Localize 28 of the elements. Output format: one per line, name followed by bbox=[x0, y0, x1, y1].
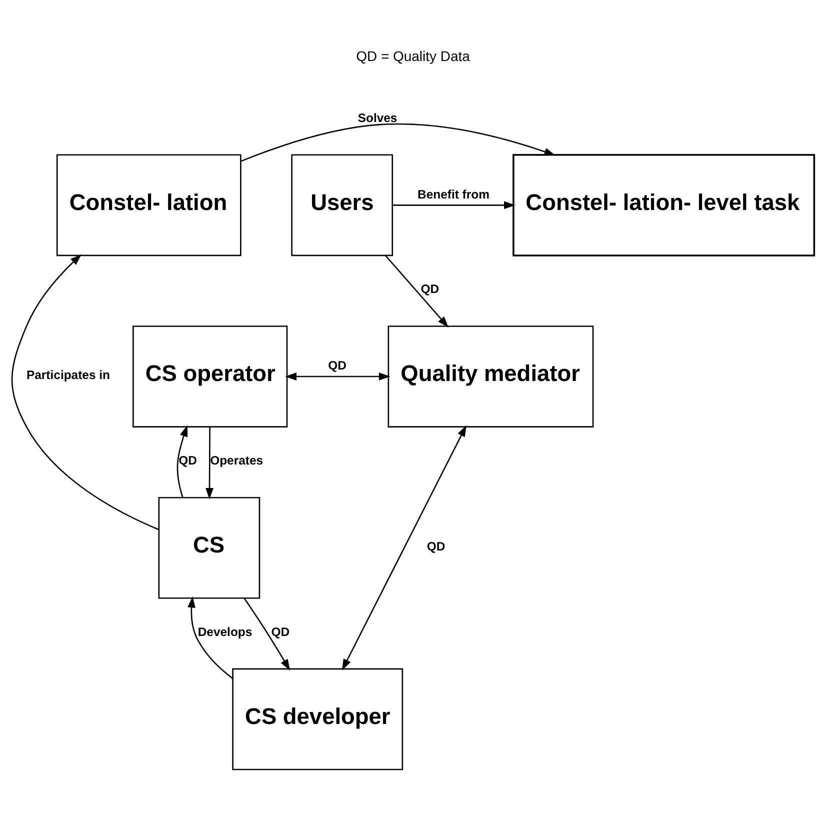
edge-label: QD bbox=[178, 454, 197, 468]
edge-label: Solves bbox=[358, 110, 398, 125]
arrow bbox=[176, 425, 188, 498]
diagram-title: QD = Quality Data bbox=[356, 48, 470, 64]
arrow bbox=[244, 598, 290, 671]
arrow bbox=[206, 426, 214, 500]
arrow bbox=[342, 425, 466, 670]
node-box: CS developer bbox=[232, 668, 404, 770]
node-box: Constel- lation bbox=[56, 154, 242, 256]
node-box: Users bbox=[291, 154, 394, 256]
node-box: Constel- lation- level task bbox=[512, 154, 816, 256]
arrow bbox=[385, 255, 449, 328]
arrow bbox=[188, 596, 233, 679]
edge-label: QD bbox=[420, 282, 440, 296]
arrow bbox=[240, 123, 556, 162]
edge-label: QD bbox=[426, 539, 446, 554]
arrow bbox=[392, 201, 516, 210]
edge-label: Participates in bbox=[26, 368, 110, 382]
node-box: Quality mediator bbox=[388, 326, 594, 428]
edge-label: Develops bbox=[198, 624, 252, 639]
node-box: CS bbox=[158, 496, 260, 599]
edge-label: Operates bbox=[210, 454, 264, 468]
arrow bbox=[11, 254, 159, 530]
node-box: CS operator bbox=[132, 326, 288, 428]
edge-label: Benefit from bbox=[418, 187, 490, 202]
arrow bbox=[285, 372, 390, 380]
edge-label: QD bbox=[328, 358, 346, 373]
edge-label: QD bbox=[271, 624, 290, 639]
